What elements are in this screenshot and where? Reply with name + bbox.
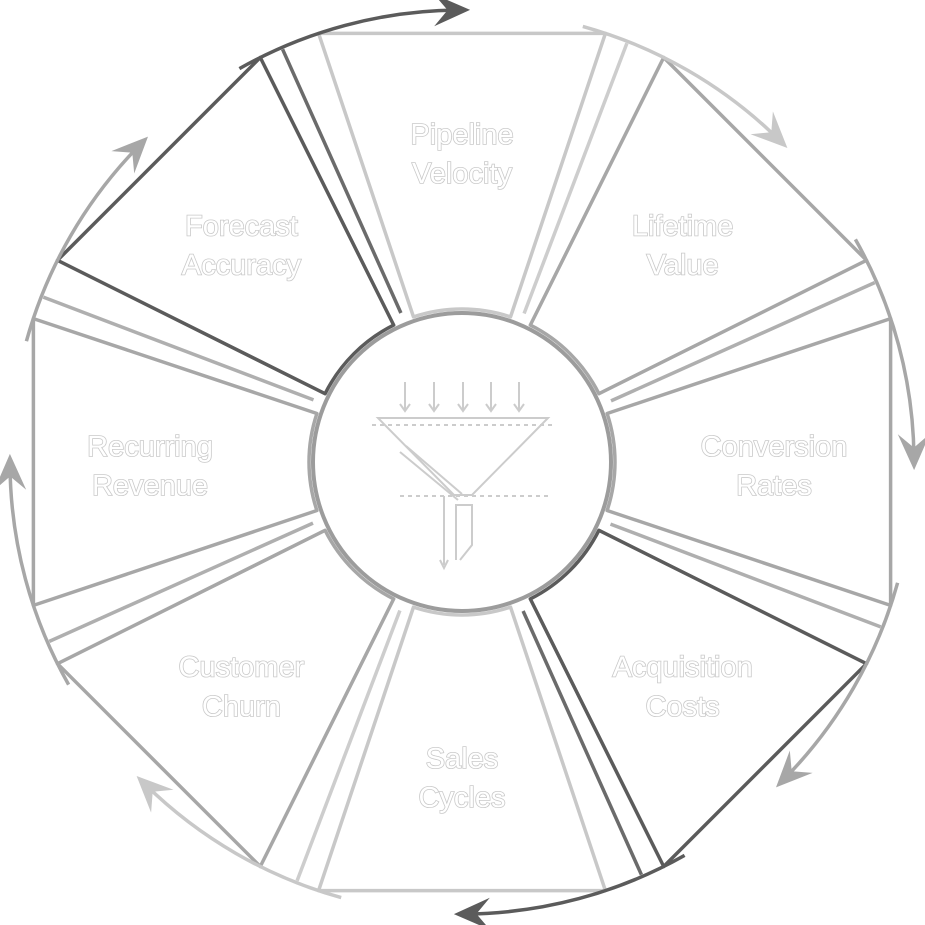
segment-shape: [528, 528, 869, 869]
segment-label-line: Recurring: [87, 431, 213, 463]
cycle-arrow: [238, 0, 471, 71]
arrow-head-icon: [776, 750, 813, 788]
cycle-arrow: [453, 853, 686, 925]
segment-label-line: Value: [647, 250, 719, 282]
segment-label-line: Sales: [426, 743, 499, 775]
segment-label-line: Pipeline: [410, 119, 513, 151]
segment-divider: [610, 281, 876, 403]
segment-shape: [605, 316, 893, 608]
arrow-head-icon: [0, 453, 27, 490]
segment-divider: [521, 610, 643, 876]
cycle-arrow: [582, 24, 788, 148]
funnel-icon: [372, 382, 552, 571]
segment-shape: [55, 55, 396, 396]
segment-label-line: Costs: [646, 691, 720, 723]
segment-shape: [55, 528, 396, 869]
segment-shape: [528, 55, 869, 396]
segment-shape: [316, 605, 608, 893]
segment-divider: [42, 295, 315, 402]
cycle-arrow: [0, 453, 71, 686]
arrow-head-icon: [750, 111, 788, 148]
segment-label-line: Rates: [736, 470, 812, 502]
segment-divider: [281, 48, 403, 314]
arrow-head-icon: [434, 0, 471, 27]
segment-label-line: Lifetime: [632, 210, 734, 242]
segment-label-line: Velocity: [412, 158, 512, 190]
arrow-head-icon: [111, 136, 148, 174]
segment-divider: [48, 521, 314, 643]
segment-label-line: Forecast: [185, 210, 298, 242]
segment-label-line: Customer: [179, 652, 305, 684]
arrow-head-icon: [453, 897, 490, 925]
segment-shape: [316, 31, 608, 319]
segment-shape: [31, 316, 319, 608]
segment-label-line: Accuracy: [182, 250, 302, 282]
cycle-arrow: [776, 582, 900, 788]
cycle-arrow: [136, 776, 342, 900]
center-hub: [311, 311, 613, 613]
cycle-arrow: [853, 238, 925, 471]
segment-divider: [522, 42, 629, 315]
arrow-head-icon: [897, 434, 925, 471]
segment-label-line: Revenue: [92, 470, 208, 502]
segment-divider: [295, 609, 402, 882]
segment-label-line: Churn: [202, 691, 281, 723]
segment-label-line: Cycles: [418, 782, 505, 814]
segment-label-line: Conversion: [701, 431, 848, 463]
arrow-head-icon: [136, 776, 174, 813]
segment-divider: [609, 522, 882, 629]
cycle-arrow: [24, 136, 148, 342]
segment-label-line: Acquisition: [612, 652, 752, 684]
